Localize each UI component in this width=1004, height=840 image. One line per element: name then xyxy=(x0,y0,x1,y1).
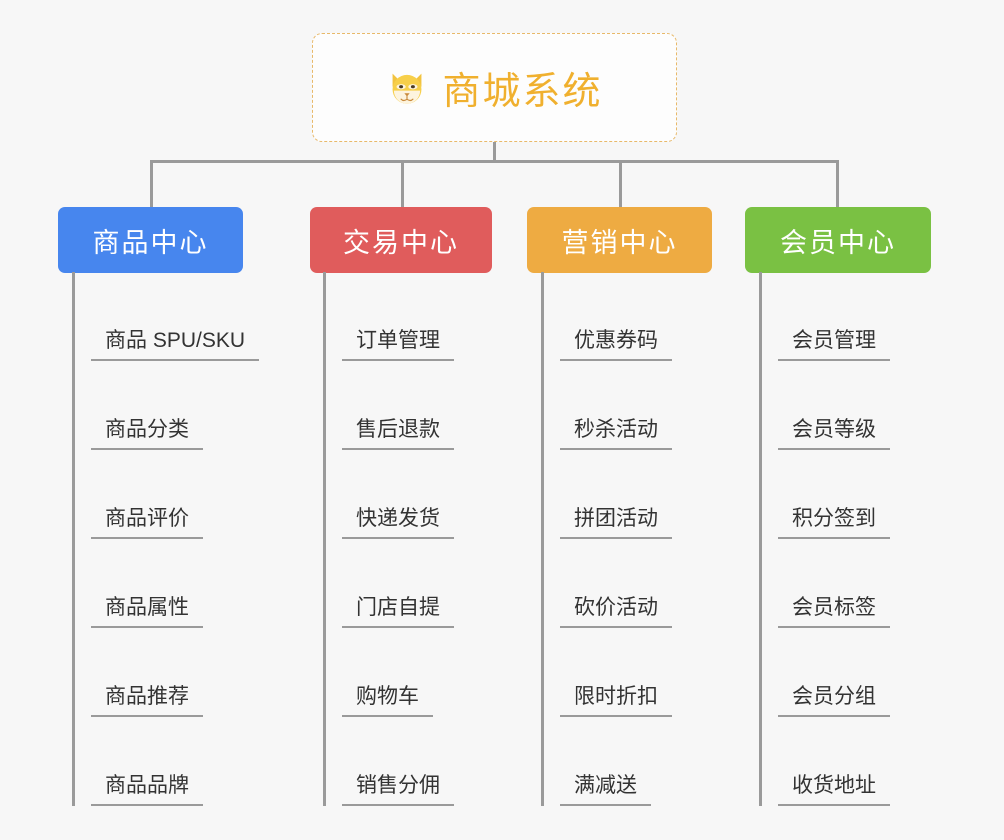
leaf-item[interactable]: 拼团活动 xyxy=(541,450,672,539)
leaf-label: 收货地址 xyxy=(778,769,890,806)
leaf-item[interactable]: 积分签到 xyxy=(759,450,890,539)
leaf-label: 购物车 xyxy=(342,680,433,717)
leaf-label: 快递发货 xyxy=(342,502,454,539)
category-label: 商品中心 xyxy=(92,227,209,258)
branch-column-4: 会员管理 会员等级 积分签到 会员标签 会员分组 收货地址 xyxy=(759,272,890,806)
leaf-item[interactable]: 售后退款 xyxy=(323,361,454,450)
connector-root-stem xyxy=(493,142,496,162)
leaf-item[interactable]: 订单管理 xyxy=(323,272,454,361)
category-label: 营销中心 xyxy=(561,227,678,258)
leaf-label: 售后退款 xyxy=(342,413,454,450)
category-box-4[interactable]: 会员中心 xyxy=(745,207,931,273)
leaf-label: 会员管理 xyxy=(778,324,890,361)
leaf-label: 满减送 xyxy=(560,769,651,806)
leaf-item[interactable]: 会员标签 xyxy=(759,539,890,628)
branch-trunk xyxy=(323,272,326,806)
category-label: 会员中心 xyxy=(780,227,896,258)
leaf-item[interactable]: 门店自提 xyxy=(323,539,454,628)
shiba-dog-face-icon xyxy=(386,67,428,109)
leaf-label: 限时折扣 xyxy=(560,680,672,717)
leaf-label: 会员等级 xyxy=(778,413,890,450)
branch-column-1: 商品 SPU/SKU 商品分类 商品评价 商品属性 商品推荐 商品品牌 xyxy=(72,272,260,806)
connector-drop-2 xyxy=(401,160,404,207)
branch-column-3: 优惠券码 秒杀活动 拼团活动 砍价活动 限时折扣 满减送 xyxy=(541,272,672,806)
leaf-label: 商品推荐 xyxy=(91,680,203,717)
connector-drop-4 xyxy=(836,160,839,207)
leaf-label: 商品 SPU/SKU xyxy=(91,324,260,361)
leaf-item[interactable]: 购物车 xyxy=(323,628,454,717)
leaf-label: 门店自提 xyxy=(342,591,454,628)
root-title: 商城系统 xyxy=(442,71,603,113)
leaf-item[interactable]: 满减送 xyxy=(541,717,672,806)
leaf-item[interactable]: 秒杀活动 xyxy=(541,361,672,450)
leaf-label: 秒杀活动 xyxy=(560,413,672,450)
category-label: 交易中心 xyxy=(343,227,459,258)
leaf-item[interactable]: 商品推荐 xyxy=(72,628,259,717)
leaf-label: 积分签到 xyxy=(778,502,890,539)
root-node[interactable]: 商城系统 xyxy=(312,33,677,142)
leaf-label: 砍价活动 xyxy=(560,591,672,628)
leaf-item[interactable]: 快递发货 xyxy=(323,450,454,539)
leaf-item[interactable]: 商品品牌 xyxy=(72,717,259,806)
leaf-item[interactable]: 销售分佣 xyxy=(323,717,454,806)
category-box-3[interactable]: 营销中心 xyxy=(527,207,712,273)
category-box-1[interactable]: 商品中心 xyxy=(58,207,243,273)
leaf-item[interactable]: 商品 SPU/SKU xyxy=(72,272,260,361)
connector-horizontal-bus xyxy=(150,160,838,163)
leaf-item[interactable]: 限时折扣 xyxy=(541,628,672,717)
leaf-label: 商品属性 xyxy=(91,591,203,628)
leaf-label: 会员分组 xyxy=(778,680,890,717)
branch-column-2: 订单管理 售后退款 快递发货 门店自提 购物车 销售分佣 xyxy=(323,272,454,806)
leaf-label: 订单管理 xyxy=(342,324,454,361)
leaf-label: 商品评价 xyxy=(91,502,203,539)
branch-trunk xyxy=(72,272,75,806)
branch-trunk xyxy=(541,272,544,806)
connector-drop-1 xyxy=(150,160,153,207)
category-box-2[interactable]: 交易中心 xyxy=(310,207,492,273)
leaf-label: 优惠券码 xyxy=(560,324,672,361)
leaf-item[interactable]: 商品评价 xyxy=(72,450,259,539)
leaf-item[interactable]: 砍价活动 xyxy=(541,539,672,628)
leaf-item[interactable]: 会员等级 xyxy=(759,361,890,450)
leaf-item[interactable]: 商品分类 xyxy=(72,361,259,450)
leaf-label: 商品分类 xyxy=(91,413,203,450)
leaf-item[interactable]: 会员管理 xyxy=(759,272,890,361)
leaf-label: 销售分佣 xyxy=(342,769,454,806)
leaf-label: 商品品牌 xyxy=(91,769,203,806)
connector-drop-3 xyxy=(619,160,622,207)
leaf-item[interactable]: 会员分组 xyxy=(759,628,890,717)
branch-trunk xyxy=(759,272,762,806)
leaf-item[interactable]: 优惠券码 xyxy=(541,272,672,361)
leaf-item[interactable]: 商品属性 xyxy=(72,539,259,628)
leaf-item[interactable]: 收货地址 xyxy=(759,717,890,806)
leaf-label: 会员标签 xyxy=(778,591,890,628)
leaf-label: 拼团活动 xyxy=(560,502,672,539)
